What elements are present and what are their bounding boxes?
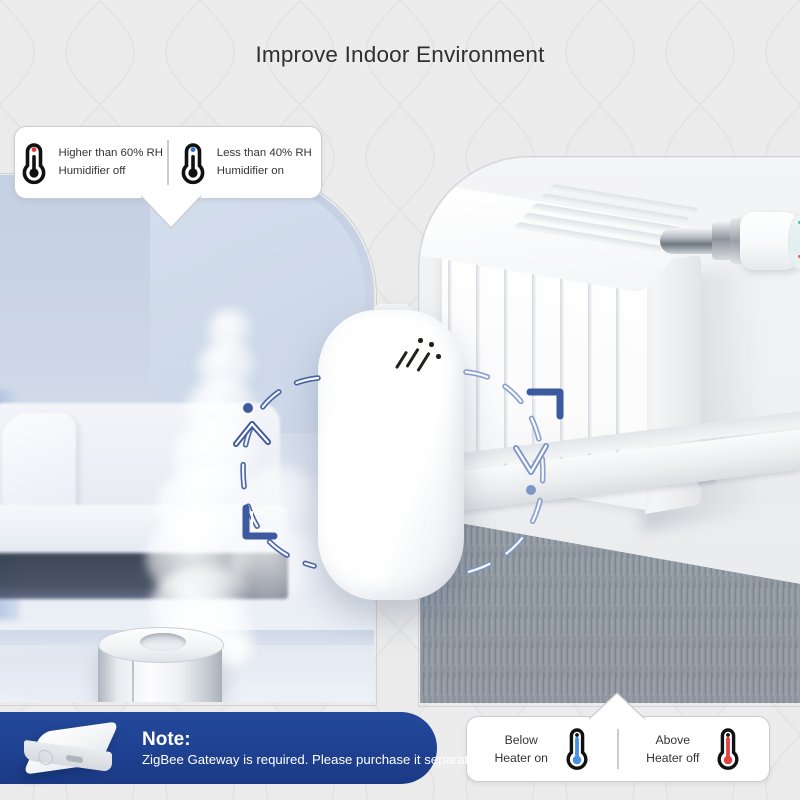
vent-slots-icon [394, 338, 446, 380]
temperature-humidity-sensor [318, 304, 464, 600]
carpet-floor [420, 516, 800, 703]
humidity-high-action: Humidifier off [58, 164, 126, 177]
sofa-under-shadow [0, 553, 288, 599]
humidity-cell-low: Less than 40% RH Humidifier on [169, 127, 321, 198]
carpet-texture-icon [420, 516, 800, 703]
thermometer-icon [23, 142, 46, 184]
thermometer-cold-icon [566, 728, 588, 770]
humidity-low-threshold: Less than 40% RH [216, 147, 312, 160]
thermometer-icon [181, 142, 205, 184]
temperature-below-action: Heater on [494, 751, 548, 765]
temperature-threshold-callout: Below Heater on Above Heater off [466, 716, 770, 782]
sofa-cushion [2, 413, 76, 521]
valve-nut [712, 222, 732, 260]
humidifier-seam [132, 661, 134, 702]
note-title: Note: [142, 728, 191, 750]
humidifier-device [98, 627, 224, 702]
humidity-callout-pointer [140, 195, 202, 229]
humidifier-mist-nozzle [140, 633, 186, 651]
zigbee-gateway-icon [10, 716, 132, 780]
temperature-cell-above: Above Heater off [619, 717, 769, 781]
note-description: ZigBee Gateway is required. Please purch… [142, 752, 488, 768]
page-title: Improve Indoor Environment [255, 42, 545, 67]
humidity-threshold-callout: Higher than 60% RH Humidifier off Less t… [14, 126, 322, 199]
humidity-cell-high: Higher than 60% RH Humidifier off [15, 127, 167, 198]
temperature-below-label: Below [504, 732, 538, 747]
temperature-cell-below: Below Heater on [467, 717, 617, 781]
callout-divider [617, 729, 619, 769]
thermometer-hot-icon [717, 728, 739, 770]
sofa-seat [0, 505, 288, 557]
temperature-above-action: Heater off [646, 751, 700, 765]
callout-divider [167, 140, 169, 185]
humidity-high-threshold: Higher than 60% RH [58, 147, 163, 160]
humidifier-scene [0, 175, 374, 702]
note-text-block: Note: ZigBee Gateway is required. Please… [142, 728, 488, 769]
temperature-callout-pointer [588, 692, 646, 720]
humidity-low-action: Humidifier on [216, 164, 284, 177]
gateway-note-banner: Note: ZigBee Gateway is required. Please… [0, 712, 488, 784]
temperature-above-label: Above [655, 732, 691, 747]
thermostatic-radiator-valve [660, 210, 800, 306]
radiator-scene [420, 158, 800, 703]
